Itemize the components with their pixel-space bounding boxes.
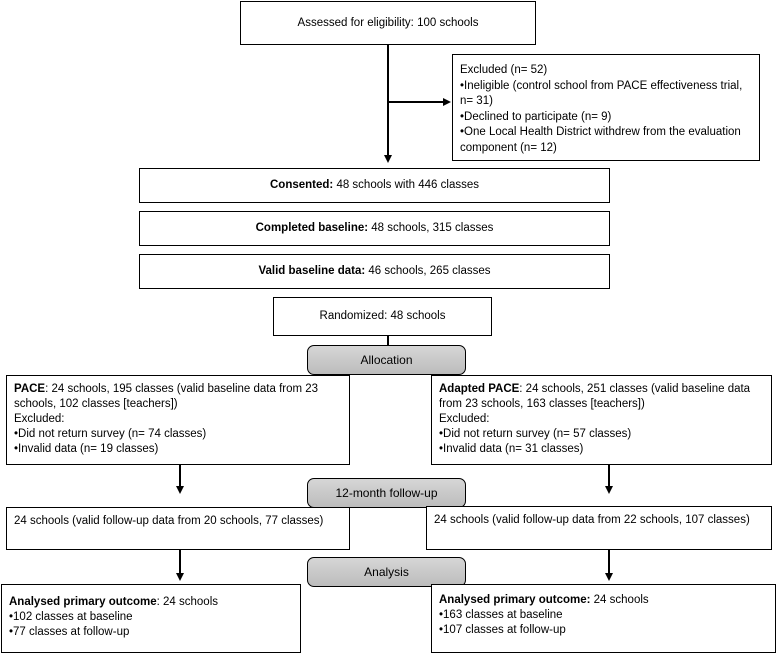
allocation-label: Allocation bbox=[307, 345, 466, 375]
assessed-text: Assessed for eligibility: 100 schools bbox=[297, 16, 479, 29]
pace-analysis-text: : 24 schools bbox=[156, 596, 219, 608]
adapted-analysis-text: 24 schools bbox=[590, 594, 649, 606]
consented-label: Consented: bbox=[270, 179, 334, 191]
adapted-analysis-box: Analysed primary outcome: 24 schools •16… bbox=[431, 584, 776, 653]
pace-followup-text: 24 schools (valid follow-up data from 20… bbox=[14, 515, 324, 527]
adapted-excluded-item: •Did not return survey (n= 57 classes) bbox=[439, 428, 632, 440]
completed-baseline-text: 48 schools, 315 classes bbox=[368, 222, 494, 234]
pace-analysis-label: Analysed primary outcome bbox=[9, 596, 157, 608]
excluded-box: Excluded (n= 52) •Ineligible (control sc… bbox=[452, 54, 760, 161]
followup-label: 12-month follow-up bbox=[307, 478, 466, 508]
arrow-to-adapted-analysis bbox=[605, 573, 613, 581]
analysis-label: Analysis bbox=[307, 557, 466, 587]
pace-excluded-label: Excluded: bbox=[14, 413, 65, 425]
pace-arm-text: : 24 schools, 195 classes (valid baselin… bbox=[14, 383, 319, 410]
valid-baseline-box: Valid baseline data: 46 schools, 265 cla… bbox=[139, 254, 610, 289]
completed-baseline-box: Completed baseline: 48 schools, 315 clas… bbox=[139, 211, 610, 246]
connector-to-excluded bbox=[388, 101, 444, 103]
pace-followup-box: 24 schools (valid follow-up data from 20… bbox=[6, 507, 350, 550]
pace-arm-label: PACE bbox=[14, 383, 46, 395]
adapted-analysis-label: Analysed primary outcome: bbox=[439, 594, 591, 606]
adapted-excluded-label: Excluded: bbox=[439, 413, 490, 425]
pace-analysis-box: Analysed primary outcome: 24 schools •10… bbox=[1, 584, 301, 653]
randomized-box: Randomized: 48 schools bbox=[273, 297, 492, 336]
consented-text: 48 schools with 446 classes bbox=[333, 179, 479, 191]
connector-pace-followup bbox=[179, 465, 181, 488]
valid-baseline-text: 46 schools, 265 classes bbox=[365, 265, 491, 277]
pace-arm-box: PACE: 24 schools, 195 classes (valid bas… bbox=[6, 375, 350, 465]
adapted-pace-arm-text: : 24 schools, 251 classes (valid baselin… bbox=[439, 383, 751, 410]
connector-pace-analysis bbox=[179, 550, 181, 575]
randomized-text: Randomized: 48 schools bbox=[319, 310, 446, 322]
pace-analysis-item: •102 classes at baseline bbox=[9, 611, 133, 623]
arrow-to-pace-followup bbox=[176, 486, 184, 494]
excluded-item: •One Local Health District withdrew from… bbox=[460, 126, 741, 154]
excluded-title: Excluded (n= 52) bbox=[460, 64, 548, 76]
connector-adapted-followup bbox=[608, 465, 610, 488]
assessed-box: Assessed for eligibility: 100 schools bbox=[240, 1, 536, 45]
consented-box: Consented: 48 schools with 446 classes bbox=[139, 168, 610, 203]
adapted-followup-text: 24 schools (valid follow-up data from 22… bbox=[434, 514, 750, 526]
adapted-followup-box: 24 schools (valid follow-up data from 22… bbox=[426, 506, 772, 550]
excluded-item: •Ineligible (control school from PACE ef… bbox=[460, 79, 743, 108]
excluded-item: •Declined to participate (n= 9) bbox=[460, 110, 612, 123]
pace-excluded-item: •Invalid data (n= 19 classes) bbox=[14, 443, 159, 455]
pace-analysis-item: •77 classes at follow-up bbox=[9, 626, 130, 638]
arrow-to-consented bbox=[384, 155, 392, 163]
connector-adapted-analysis bbox=[608, 550, 610, 575]
pace-excluded-item: •Did not return survey (n= 74 classes) bbox=[14, 428, 207, 440]
adapted-analysis-item: •107 classes at follow-up bbox=[439, 624, 566, 636]
adapted-analysis-item: •163 classes at baseline bbox=[439, 609, 563, 621]
valid-baseline-label: Valid baseline data: bbox=[258, 265, 366, 277]
adapted-excluded-item: •Invalid data (n= 31 classes) bbox=[439, 443, 584, 455]
completed-baseline-label: Completed baseline: bbox=[255, 222, 369, 234]
adapted-pace-arm-box: Adapted PACE: 24 schools, 251 classes (v… bbox=[431, 375, 772, 465]
arrow-to-excluded bbox=[443, 98, 451, 106]
arrow-to-adapted-followup bbox=[605, 486, 613, 494]
connector-randomized-allocation bbox=[387, 336, 389, 346]
arrow-to-pace-analysis bbox=[176, 573, 184, 581]
connector-assessed-down bbox=[387, 44, 389, 156]
adapted-pace-arm-label: Adapted PACE bbox=[439, 383, 520, 395]
